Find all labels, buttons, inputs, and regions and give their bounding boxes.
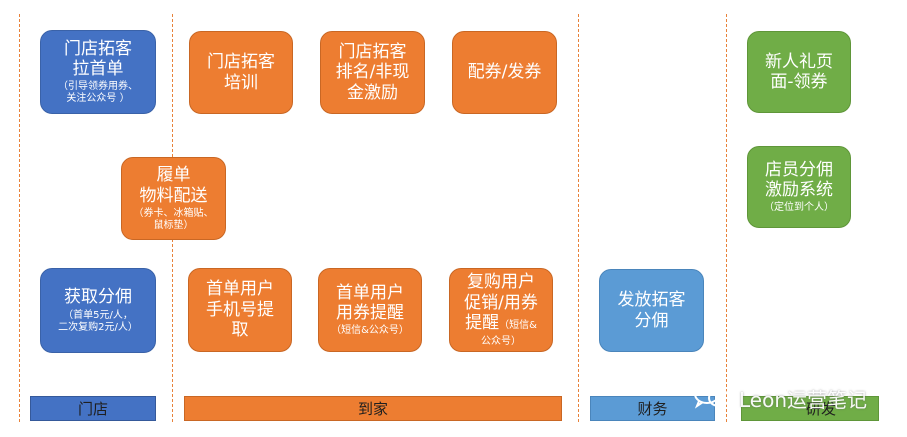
card-title: 获取分佣 bbox=[64, 287, 132, 308]
card-repurchase: 复购用户 促销/用券 提醒（短信& 公众号） bbox=[449, 268, 553, 352]
card-title: 门店拓客 排名/非现 金激励 bbox=[335, 41, 410, 103]
card-subtitle: 公众号） bbox=[481, 335, 521, 347]
card-title: 新人礼页 面-领券 bbox=[765, 51, 833, 92]
dept-label: 研发 bbox=[805, 400, 836, 418]
card-subtitle: （首单5元/人， 二次复购2元/人） bbox=[58, 309, 138, 333]
card-subtitle: （定位到个人） bbox=[764, 202, 834, 214]
card-title: 门店拓客 拉首单 bbox=[64, 38, 132, 79]
card-title: 店员分佣 激励系统 bbox=[765, 159, 833, 200]
card-fulfillment: 履单 物料配送 （券卡、冰箱贴、 鼠标垫） bbox=[121, 157, 226, 240]
card-subtitle: （引导领券用券、 关注公众号 ） bbox=[58, 81, 138, 105]
watermark: Leon运营笔记 bbox=[693, 383, 868, 414]
dept-bar-delivery: 到家 bbox=[184, 396, 562, 421]
card-title: 配券/发券 bbox=[467, 62, 542, 83]
card-coupon-distribution: 配券/发券 bbox=[452, 31, 557, 114]
card-title-text: 提醒 bbox=[465, 313, 500, 334]
dept-label: 到家 bbox=[357, 400, 388, 418]
card-inline-subtitle: （短信& bbox=[499, 320, 537, 332]
card-title-line: 复购用户 bbox=[467, 272, 535, 293]
card-title: 首单用户 手机号提 取 bbox=[206, 279, 274, 341]
card-title: 首单用户 用券提醒 bbox=[336, 282, 404, 323]
card-first-order-reminder: 首单用户 用券提醒 （短信&公众号） bbox=[318, 268, 422, 352]
dept-label: 门店 bbox=[77, 400, 108, 418]
card-title: 门店拓客 培训 bbox=[207, 52, 275, 93]
dept-label: 财务 bbox=[637, 400, 668, 418]
dept-bar-finance: 财务 bbox=[590, 396, 715, 421]
card-issue-commission: 发放拓客 分佣 bbox=[599, 269, 704, 352]
card-title-line: 提醒（短信& bbox=[465, 313, 537, 333]
card-subtitle: （短信&公众号） bbox=[331, 325, 409, 337]
dept-bar-store: 门店 bbox=[30, 396, 156, 421]
card-first-order-phone: 首单用户 手机号提 取 bbox=[188, 268, 292, 352]
card-staff-commission: 店员分佣 激励系统 （定位到个人） bbox=[747, 146, 851, 228]
card-store-first-order: 门店拓客 拉首单 （引导领券用券、 关注公众号 ） bbox=[40, 30, 156, 114]
dept-bar-rd: 研发 bbox=[741, 396, 879, 421]
column-divider bbox=[19, 14, 20, 422]
column-divider bbox=[726, 14, 727, 422]
card-store-training: 门店拓客 培训 bbox=[189, 31, 293, 114]
card-get-commission: 获取分佣 （首单5元/人， 二次复购2元/人） bbox=[40, 268, 156, 353]
wechat-icon bbox=[693, 383, 733, 414]
watermark-text: Leon运营笔记 bbox=[739, 387, 868, 412]
card-title: 发放拓客 分佣 bbox=[617, 290, 686, 331]
card-title: 履单 物料配送 bbox=[139, 165, 208, 206]
card-new-user-gift: 新人礼页 面-领券 bbox=[747, 31, 851, 113]
card-title-line: 促销/用券 bbox=[464, 292, 538, 313]
card-store-ranking: 门店拓客 排名/非现 金激励 bbox=[320, 31, 425, 114]
column-divider bbox=[578, 14, 579, 422]
card-subtitle: （券卡、冰箱贴、 鼠标垫） bbox=[133, 207, 214, 231]
